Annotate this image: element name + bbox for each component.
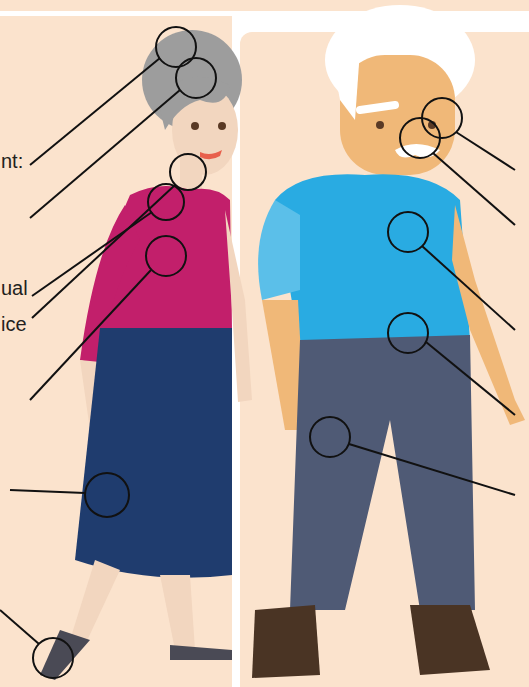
top-band (0, 0, 529, 11)
callout-label: ual (1, 277, 28, 299)
man-figure (252, 5, 525, 678)
right-panel (240, 32, 529, 687)
callout-label: nt: (1, 150, 23, 172)
callout-label: ice (1, 313, 27, 335)
callouts (0, 27, 515, 678)
